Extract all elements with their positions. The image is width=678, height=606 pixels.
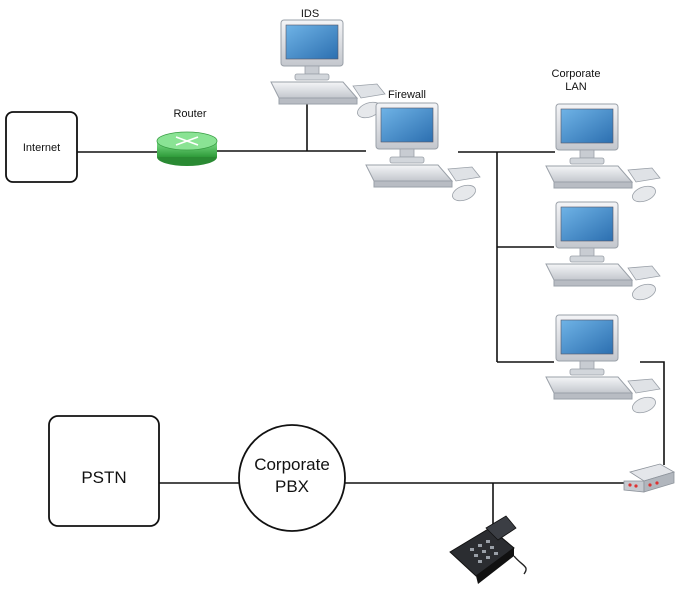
pstn-node: PSTN (48, 415, 160, 527)
lan-computer-3-icon (545, 314, 661, 417)
firewall-label: Firewall (388, 89, 426, 101)
pbx-label-line1: Corporate (254, 455, 330, 474)
connection-lines (77, 95, 665, 528)
router-label: Router (173, 108, 206, 120)
link-pc3-modem (640, 361, 665, 465)
desk-phone-icon (449, 515, 527, 584)
pbx-node: Corporate PBX (238, 424, 346, 532)
router-node: Router (156, 108, 218, 166)
lan-computer-1-icon (545, 103, 661, 206)
ids-computer-icon (270, 19, 386, 122)
internet-label: Internet (23, 142, 60, 154)
ids-node: IDS (270, 8, 386, 122)
firewall-computer-icon (365, 102, 481, 205)
corporate-lan-node: Corporate LAN (545, 68, 661, 417)
pstn-label: PSTN (81, 468, 126, 487)
internet-node: Internet (5, 111, 78, 183)
lan-computer-2-icon (545, 201, 661, 304)
pstn-box (48, 415, 160, 527)
pbx-label-line2: PBX (275, 477, 309, 496)
pbx-circle (238, 424, 346, 532)
internet-box (5, 111, 78, 183)
ids-label: IDS (301, 8, 319, 20)
firewall-node: Firewall (365, 89, 481, 205)
router-icon (156, 131, 218, 166)
corporate-lan-label-line2: LAN (565, 81, 586, 93)
corporate-lan-label-line1: Corporate (552, 68, 601, 80)
modem-icon (623, 463, 676, 493)
